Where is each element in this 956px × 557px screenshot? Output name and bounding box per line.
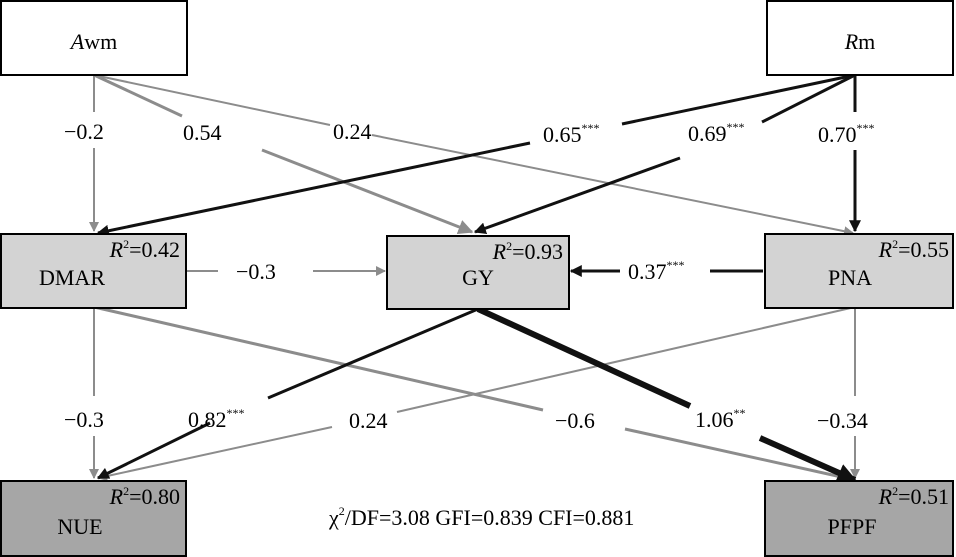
node-rm-label: Rm <box>844 29 876 54</box>
path-rm-dmar-a <box>621 73 856 126</box>
path-rm-gy-b <box>473 156 681 234</box>
path-awm-gy-b <box>261 148 474 235</box>
node-awm: Awm <box>0 0 188 76</box>
node-pna: R2=0.55 PNA <box>764 233 954 309</box>
path-gy-pfpf-a <box>476 306 692 409</box>
path-awm-pna-a <box>93 74 331 126</box>
node-gy-r2: R2=0.93 <box>492 239 563 264</box>
node-gy-label: GY <box>462 265 494 290</box>
node-dmar-r2: R2=0.42 <box>109 237 180 262</box>
node-nue: R2=0.80 NUE <box>0 480 187 557</box>
node-pfpf: R2=0.51 PFPF <box>764 480 954 557</box>
coef-pna-gy: 0.37*** <box>628 258 685 284</box>
coef-awm-gy: 0.54 <box>183 120 222 145</box>
coef-rm-dmar: 0.65*** <box>543 121 600 147</box>
path-dmar-pfpf-a <box>93 305 544 412</box>
path-rm-gy-a <box>761 73 856 124</box>
coef-rm-gy: 0.69*** <box>688 120 745 146</box>
path-gy-nue-b <box>96 421 211 480</box>
coef-rm-pna: 0.70*** <box>818 121 875 147</box>
coef-pna-nue: 0.24 <box>349 408 388 433</box>
path-awm-gy-a <box>93 73 183 118</box>
node-awm-label: Awm <box>69 29 117 54</box>
coef-dmar-gy: −0.3 <box>236 259 276 284</box>
node-pna-r2: R2=0.55 <box>878 237 949 262</box>
model-fit-indices: χ2/DF=3.08 GFI=0.839 CFI=0.881 <box>328 504 634 530</box>
coef-gy-pfpf: 1.06** <box>695 406 746 432</box>
path-awm-pna-b <box>371 134 854 237</box>
path-pna-nue-b <box>97 426 333 481</box>
path-pna-nue-a <box>396 306 856 413</box>
node-nue-label: NUE <box>57 514 102 539</box>
coef-awm-dmar: −0.2 <box>64 119 104 144</box>
node-pna-label: PNA <box>828 265 872 290</box>
coef-pna-pfpf: −0.34 <box>817 408 868 433</box>
coef-dmar-nue: −0.3 <box>64 407 104 432</box>
node-pfpf-label: PFPF <box>828 514 877 539</box>
path-gy-pfpf-b <box>758 435 857 483</box>
node-dmar: R2=0.42 DMAR <box>0 233 187 309</box>
path-rm-dmar-b <box>96 141 531 237</box>
node-gy: R2=0.93 GY <box>386 235 570 310</box>
path-dmar-pfpf-b <box>624 427 857 485</box>
path-gy-nue-a <box>267 307 479 400</box>
coef-gy-nue: 0.82*** <box>188 406 245 432</box>
coef-dmar-pfpf: −0.6 <box>555 408 595 433</box>
node-rm: Rm <box>766 0 954 76</box>
node-dmar-label: DMAR <box>39 265 105 290</box>
node-nue-r2: R2=0.80 <box>109 484 180 509</box>
node-pfpf-r2: R2=0.51 <box>878 484 949 509</box>
coef-awm-pna: 0.24 <box>333 119 372 144</box>
